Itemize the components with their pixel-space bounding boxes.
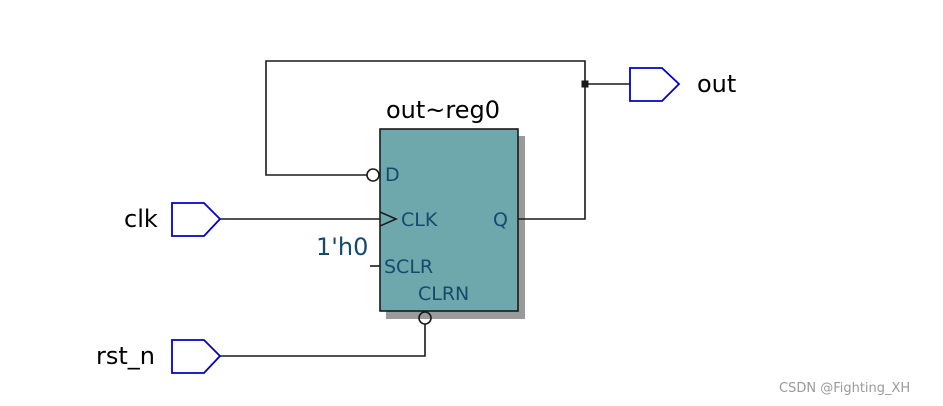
clk-edge-triangle-icon (379, 211, 398, 227)
watermark-text: CSDN @Fighting_XH (779, 381, 910, 396)
clrn-port-label: CLRN (418, 283, 469, 305)
sclr-constant-value: 1'h0 (316, 233, 368, 261)
out-output-label: out (697, 70, 736, 98)
register-name: out~reg0 (386, 96, 500, 124)
clk-port-label: CLK (401, 209, 438, 231)
rst-n-input-label: rst_n (96, 342, 155, 370)
sclr-port-label: SCLR (384, 256, 433, 278)
wire-feedback-to-d (265, 60, 586, 176)
d-port-label: D (385, 164, 400, 186)
wire-q-to-out (518, 83, 630, 220)
q-port-label: Q (493, 209, 508, 231)
wire-junction-dot (581, 80, 589, 88)
clk-input-label: clk (124, 205, 158, 233)
out-output-pin-icon[interactable] (629, 67, 681, 102)
d-pin-bubble[interactable] (366, 168, 380, 182)
wire-rst-n (220, 324, 426, 357)
register-block[interactable] (379, 128, 519, 312)
clk-input-pin-icon[interactable] (171, 202, 222, 237)
rst-n-input-pin-icon[interactable] (171, 339, 222, 374)
